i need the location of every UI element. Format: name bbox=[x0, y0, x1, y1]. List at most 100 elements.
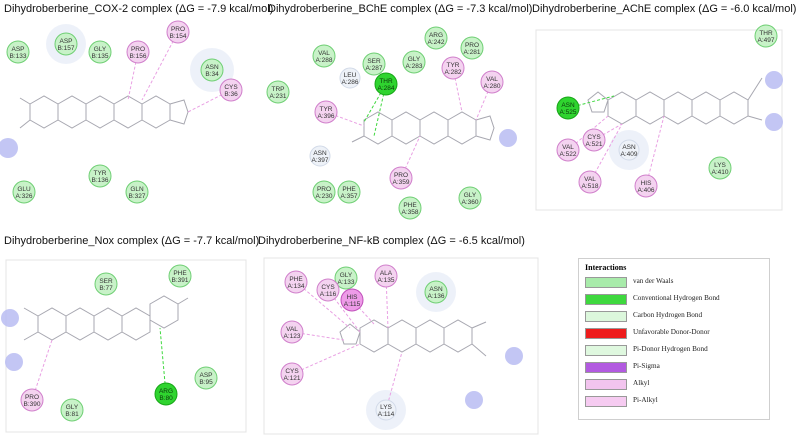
panel-title: Dihydroberberine_AChE complex (ΔG = -6.0… bbox=[532, 3, 796, 15]
solvent-accessible-spot bbox=[505, 347, 523, 365]
residue-disc bbox=[6, 40, 30, 64]
residue-disc bbox=[556, 138, 580, 162]
residue-name: GLY bbox=[66, 404, 79, 411]
residue-name: TYR bbox=[94, 170, 107, 177]
residue-disc bbox=[582, 128, 606, 152]
residue-name: GLY bbox=[340, 272, 353, 279]
residue-name: THR bbox=[759, 30, 773, 37]
residue-number: B:77 bbox=[99, 285, 113, 292]
legend-swatch bbox=[585, 277, 627, 288]
residue-name: GLU bbox=[17, 186, 31, 193]
residue-number: B:34 bbox=[205, 71, 219, 78]
residue-name: ASN bbox=[622, 144, 636, 151]
residue-disc bbox=[312, 180, 336, 204]
residue-number: A:410 bbox=[712, 169, 729, 176]
residue-number: A:326 bbox=[16, 193, 33, 200]
legend-swatch bbox=[585, 311, 627, 322]
ligand-structure bbox=[351, 111, 495, 145]
legend-label: van der Waals bbox=[633, 277, 674, 285]
residue-name: LEU bbox=[344, 72, 357, 79]
residue-disc bbox=[460, 36, 484, 60]
residue-disc bbox=[424, 280, 448, 304]
solvent-accessible-spot bbox=[465, 391, 483, 409]
residue-name: CYS bbox=[285, 368, 299, 375]
legend-swatch bbox=[585, 379, 627, 390]
hydrophobic-contacts bbox=[127, 31, 232, 113]
panel-title: Dihydroberberine_NF-kB complex (ΔG = -6.… bbox=[258, 235, 525, 247]
residue-name: VAL bbox=[584, 176, 596, 183]
residue-number: B:327 bbox=[129, 193, 146, 200]
residue-name: TYR bbox=[320, 106, 333, 113]
legend-label: Carbon Hydrogen Bond bbox=[633, 311, 703, 319]
residue-number: A:359 bbox=[393, 179, 410, 186]
legend-swatch bbox=[585, 328, 627, 339]
residue-disc bbox=[166, 20, 190, 44]
residue-disc bbox=[194, 366, 218, 390]
residue-disc bbox=[441, 56, 465, 80]
panel-nfkb: Dihydroberberine_NF-kB complex (ΔG = -6.… bbox=[254, 232, 554, 436]
panel-nox: Dihydroberberine_Nox complex (ΔG = -7.7 … bbox=[0, 232, 262, 436]
residue-name: PRO bbox=[131, 46, 145, 53]
residue-disc bbox=[309, 145, 331, 167]
residue-name: VAL bbox=[486, 76, 498, 83]
residue-number: A:397 bbox=[312, 157, 329, 164]
residue-name: THR bbox=[379, 78, 393, 85]
residue-disc bbox=[556, 96, 580, 120]
residue-disc bbox=[280, 362, 304, 386]
residue-number: A:115 bbox=[344, 301, 361, 308]
residue-name: VAL bbox=[562, 144, 574, 151]
legend-title: Interactions bbox=[585, 263, 627, 272]
residue-number: B:135 bbox=[92, 53, 109, 60]
residue-name: CYS bbox=[587, 134, 601, 141]
residue-name: VAL bbox=[318, 50, 330, 57]
residue-number: A:360 bbox=[462, 199, 479, 206]
residue-number: B:133 bbox=[10, 53, 27, 60]
solvent-accessible-spot bbox=[5, 353, 23, 371]
residue-number: A:136 bbox=[428, 293, 445, 300]
solvent-accessible-spot bbox=[765, 113, 783, 131]
solvent-accessible-spot bbox=[1, 309, 19, 327]
residue-disc bbox=[340, 288, 364, 312]
residue-name: PRO bbox=[465, 42, 479, 49]
residue-name: PHE bbox=[403, 202, 417, 209]
residue-name: PHE bbox=[173, 270, 187, 277]
residue-disc bbox=[20, 388, 44, 412]
residue-disc bbox=[375, 399, 397, 421]
solvent-accessible-spot bbox=[499, 129, 517, 147]
residue-number: B:156 bbox=[130, 53, 147, 60]
residue-disc bbox=[284, 270, 308, 294]
legend-label: Pi-Alkyl bbox=[633, 396, 658, 404]
residue-number: B:36 bbox=[224, 91, 238, 98]
ligand-structure bbox=[339, 319, 487, 357]
residue-disc bbox=[578, 170, 602, 194]
residue-disc bbox=[374, 264, 398, 288]
residue-name: SER bbox=[99, 278, 113, 285]
legend-swatch bbox=[585, 345, 627, 356]
residue-number: A:521 bbox=[586, 141, 603, 148]
panel-ache: Dihydroberberine_AChE complex (ΔG = -6.0… bbox=[528, 0, 796, 222]
residue-number: A:116 bbox=[320, 291, 337, 298]
residue-name: ASP bbox=[199, 372, 212, 379]
residue-name: PRO bbox=[394, 172, 408, 179]
residue-name: PHE bbox=[289, 276, 303, 283]
legend-swatch bbox=[585, 362, 627, 373]
